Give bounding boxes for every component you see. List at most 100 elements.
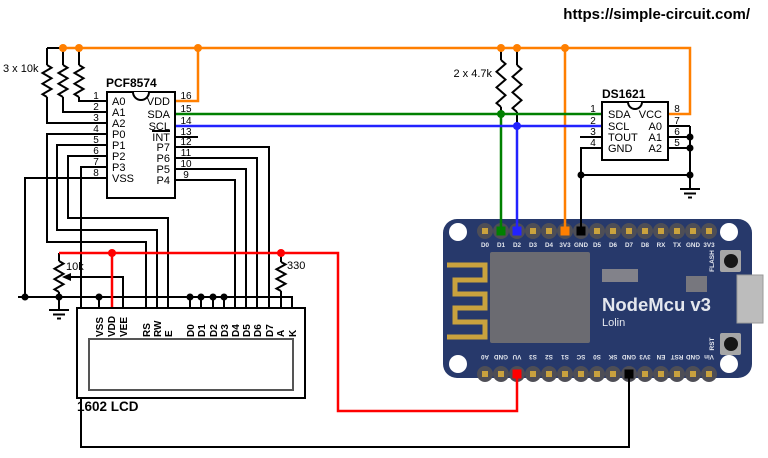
junction-dots (21, 44, 694, 301)
pcf-pin-label: A2 (112, 118, 125, 130)
pcf-pin-label: SDA (147, 109, 170, 121)
mounting-hole-icon (449, 355, 467, 373)
pcf-pin-number: 12 (180, 137, 192, 148)
lcd-pin-label: D4 (231, 324, 242, 337)
nodemcu-pin-label: S1 (561, 353, 569, 360)
backlight-res-label: 330 (287, 260, 305, 272)
nodemcu-pin-label: 3V3 (639, 353, 651, 360)
pcf-pin-number: 5 (93, 135, 99, 146)
esp8266-chip (490, 252, 590, 343)
nodemcu-pin-label: 3V3 (703, 242, 715, 249)
resistor-icon (56, 64, 70, 98)
pin-pad-gold (610, 228, 616, 234)
ds-pin-label: VCC (639, 109, 662, 121)
mounting-hole-icon (720, 223, 738, 241)
nodemcu-pin-label: 3V3 (559, 242, 571, 249)
nodemcu-pin-label: D8 (641, 242, 650, 249)
ds-pin-number: 2 (590, 116, 596, 127)
pin-pad-gold (706, 228, 712, 234)
pcf-pin-label: P6 (157, 153, 170, 165)
pcf-pin-number: 2 (93, 102, 99, 113)
pin-pad-gold (594, 228, 600, 234)
ds-pin-label: A1 (649, 132, 662, 144)
colored-wires (59, 46, 692, 413)
pcf-pin-label: VSS (112, 173, 134, 185)
nodemcu-pin-label: S2 (545, 353, 553, 360)
nodemcu-pin-label: SK (608, 353, 617, 360)
nodemcu-pin-label: A0 (480, 353, 489, 360)
resistor-icon (510, 64, 524, 113)
pin-pad-gold (706, 371, 712, 377)
pin-pad-gold (626, 228, 632, 234)
usb-connector (736, 274, 764, 324)
pcf8574-ic: PCF8574 (106, 76, 176, 199)
nodemcu-pin-label: S0 (593, 353, 601, 360)
lcd-pin-label: D3 (220, 324, 231, 337)
pin-pad-gold (674, 228, 680, 234)
pin-pad-gold (658, 371, 664, 377)
rst-button-label: RST (709, 337, 716, 350)
nodemcu-pin-label: Vin (704, 353, 714, 360)
resistor-icon (52, 260, 66, 293)
pin-pad-gold (674, 371, 680, 377)
pcf-pin-label: P5 (157, 164, 170, 176)
rst-button-cap (724, 337, 738, 351)
ground-symbol-icon (49, 309, 69, 320)
ds-pin-label: TOUT (608, 132, 638, 144)
lcd-pin-label: VSS (95, 317, 106, 337)
nodemcu-pin-label: D4 (545, 242, 554, 249)
ground-symbol-icon (680, 188, 700, 199)
wire-terminal (512, 369, 522, 379)
ds-pin-number: 4 (590, 138, 596, 149)
pcf-pin-label: P4 (157, 175, 170, 187)
ds-pin-number: 8 (674, 104, 680, 115)
lcd-module: 1602 LCD (76, 307, 306, 414)
pcf-pin-label: P2 (112, 151, 125, 163)
wire-terminal (576, 226, 586, 236)
lcd-pin-label: D1 (197, 324, 208, 337)
mounting-hole-icon (449, 223, 467, 241)
pcf-pin-number: 11 (181, 148, 192, 159)
flash-button-label: FLASH (709, 250, 716, 272)
pcf-pin-label: P1 (112, 140, 125, 152)
resistor-icon (40, 64, 54, 98)
wire-terminal (624, 369, 634, 379)
pcf-pin-number: 10 (180, 159, 192, 170)
lcd-pin-label: RS (142, 323, 153, 337)
nodemcu-pin-label: VU (512, 353, 521, 360)
pin-pad-gold (642, 228, 648, 234)
pcf-pin-label: P3 (112, 162, 125, 174)
smd-component (602, 269, 638, 282)
pin-pad-gold (578, 371, 584, 377)
pcf-pin-label: A0 (112, 96, 125, 108)
ds1621-name: DS1621 (602, 87, 646, 101)
resistor-icon (274, 261, 288, 292)
lcd-screen (88, 338, 294, 391)
pcf-pin-number: 3 (93, 113, 99, 124)
ic-notch-icon (627, 101, 643, 110)
board-title: NodeMcu v3 (602, 294, 711, 315)
ds-pin-number: 6 (674, 127, 680, 138)
pcf-pin-number: 4 (93, 124, 99, 135)
board-subtitle: Lolin (602, 317, 625, 329)
pcf-pin-label: SCL (149, 121, 170, 133)
resistor-icon (72, 64, 86, 98)
ds-pin-label: SCL (608, 121, 629, 133)
lcd-pin-label: D0 (186, 324, 197, 337)
pin-pad-gold (562, 371, 568, 377)
pullups-i2c-label: 2 x 4.7k (453, 68, 492, 80)
pcf-pin-number: 9 (183, 170, 189, 181)
pcf-pin-label: P7 (157, 142, 170, 154)
resistors (40, 59, 524, 293)
lcd-pin-label: D7 (265, 324, 276, 337)
pcf-pin-number: 14 (180, 116, 192, 127)
pin-pad-gold (610, 371, 616, 377)
nodemcu-pin-label: RX (657, 242, 667, 249)
ds-pin-label: GND (608, 143, 633, 155)
pcf-pin-number: 13 (180, 127, 192, 138)
ds-pin-number: 1 (590, 104, 596, 115)
